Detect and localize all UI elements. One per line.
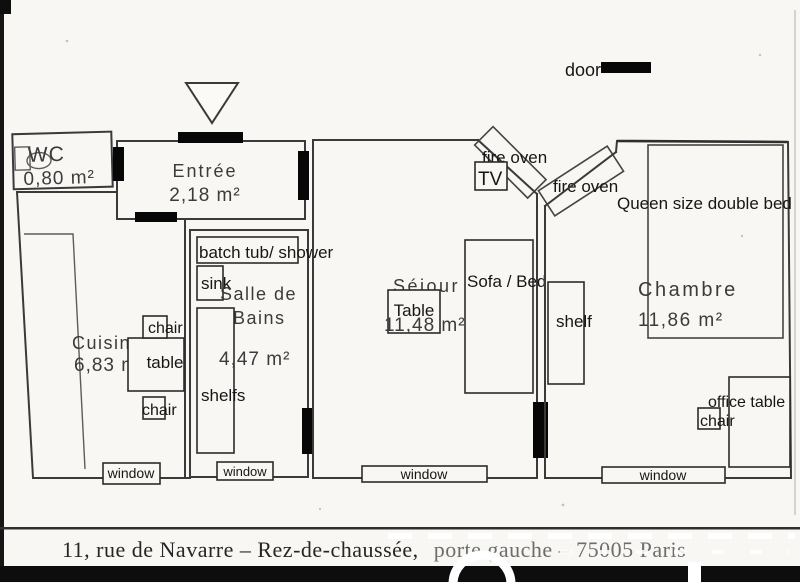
scan-speck	[758, 53, 762, 57]
queen-bed-label: Queen size double bed	[617, 194, 792, 213]
watermark-ring	[448, 550, 516, 583]
address-caption-part1: 11, rue de Navarre – Rez-de-chaussée,	[62, 537, 419, 562]
chambre-shelf-label: shelf	[556, 312, 592, 331]
window-sejour	[361, 465, 488, 483]
cuisine-area: 6,83 m²	[74, 355, 145, 376]
chambre-area: 11,86 m²	[638, 310, 724, 331]
wc-cistern	[13, 146, 31, 171]
room-chambre: Queen size double bed shelf Chambre 11,8…	[543, 139, 793, 484]
kitchen-chair-bottom-label: chair	[142, 402, 177, 419]
bottom-black-bar	[0, 566, 800, 582]
wc-area: 0,80 m²	[23, 167, 95, 190]
kitchen-chair-bottom	[142, 396, 166, 420]
scan-speck	[561, 503, 565, 507]
fire-oven-right	[537, 144, 625, 218]
corridor-fixtures: fire oven TV fire oven	[473, 125, 625, 218]
window-bains	[216, 461, 274, 481]
bath-tub	[196, 236, 299, 264]
window-chambre-label: window	[639, 467, 688, 483]
sejour-area: 11,48 m²	[384, 315, 466, 336]
office-table-label: office table	[708, 394, 785, 411]
entree-area: 2,18 m²	[169, 185, 240, 206]
door-legend-label: door	[565, 60, 601, 80]
kitchen-table-label: table	[147, 353, 184, 372]
chambre-wall-top	[616, 139, 789, 144]
window-chambre	[601, 466, 726, 484]
chambre-wall-stub	[614, 139, 619, 154]
window-cuisine	[102, 462, 161, 485]
door-bains-sejour	[302, 408, 314, 454]
scan-left-border	[0, 0, 4, 566]
bains-area: 4,47 m²	[219, 349, 290, 370]
entree-name: Entrée	[172, 161, 237, 181]
scan-speck	[65, 39, 69, 43]
chambre-shelf	[547, 281, 585, 385]
sofa-bed	[464, 239, 534, 394]
watermark-notch	[688, 562, 701, 583]
tv-label: TV	[478, 169, 503, 190]
sofa-bed-label: Sofa / Bed	[467, 272, 546, 291]
bains-shelfs-label: shelfs	[201, 386, 245, 405]
scan-corner-blob	[0, 0, 11, 14]
bains-shelfs	[196, 307, 235, 454]
door-entree-sejour	[298, 151, 309, 200]
office-table	[728, 376, 791, 468]
tv	[474, 161, 508, 191]
sink	[196, 265, 224, 301]
fire-oven-right-label: fire oven	[553, 177, 618, 196]
scan-speck	[318, 507, 322, 511]
window-sejour-label: window	[400, 466, 449, 482]
sejour-table	[387, 289, 441, 334]
sejour-table-label: Table	[394, 301, 435, 320]
queen-bed	[647, 144, 784, 339]
kitchen-table	[127, 337, 185, 392]
toilet-icon	[26, 151, 52, 170]
kitchen-chair-top	[142, 315, 168, 339]
window-bains-label: window	[222, 464, 267, 479]
cuisine-name: Cuisine	[72, 333, 143, 353]
room-wc: WC 0,80 m²	[11, 130, 114, 191]
door-wc	[113, 147, 124, 181]
bains-name-line1: Salle de	[220, 284, 297, 304]
room-salle-de-bains: batch tub/ shower sink Salle de Bains sh…	[189, 229, 334, 481]
cuisine-wall-left	[15, 190, 35, 480]
sink-label: sink	[201, 274, 232, 293]
room-cuisine: Cuisine 6,83 m² table chair chair window	[15, 190, 191, 485]
bath-tub-label: batch tub/ shower	[199, 243, 334, 262]
entrance-arrow-marker	[184, 82, 240, 125]
bains-name-line2: Bains	[233, 308, 286, 328]
office-chair	[697, 407, 721, 430]
wc-walls	[11, 130, 114, 191]
kitchen-chair-top-label: chair	[148, 320, 183, 337]
kitchen-counter	[24, 233, 86, 470]
door-legend-swatch	[601, 62, 651, 73]
window-cuisine-label: window	[107, 465, 156, 481]
wc-name: WC	[28, 143, 66, 167]
office-chair-label: chair	[700, 413, 735, 430]
door-entree-cuisine	[135, 212, 177, 222]
door-entrance	[178, 132, 243, 143]
caption-rule	[0, 527, 800, 530]
scan-speck	[740, 234, 744, 238]
scan-right-edge	[794, 10, 796, 515]
chambre-name: Chambre	[638, 279, 738, 301]
room-sejour: Séjour Table 11,48 m² Sofa / Bed window	[312, 138, 548, 483]
chambre-wall-diagonal	[543, 150, 618, 208]
address-caption: 11, rue de Navarre – Rez-de-chaussée, po…	[62, 537, 686, 562]
